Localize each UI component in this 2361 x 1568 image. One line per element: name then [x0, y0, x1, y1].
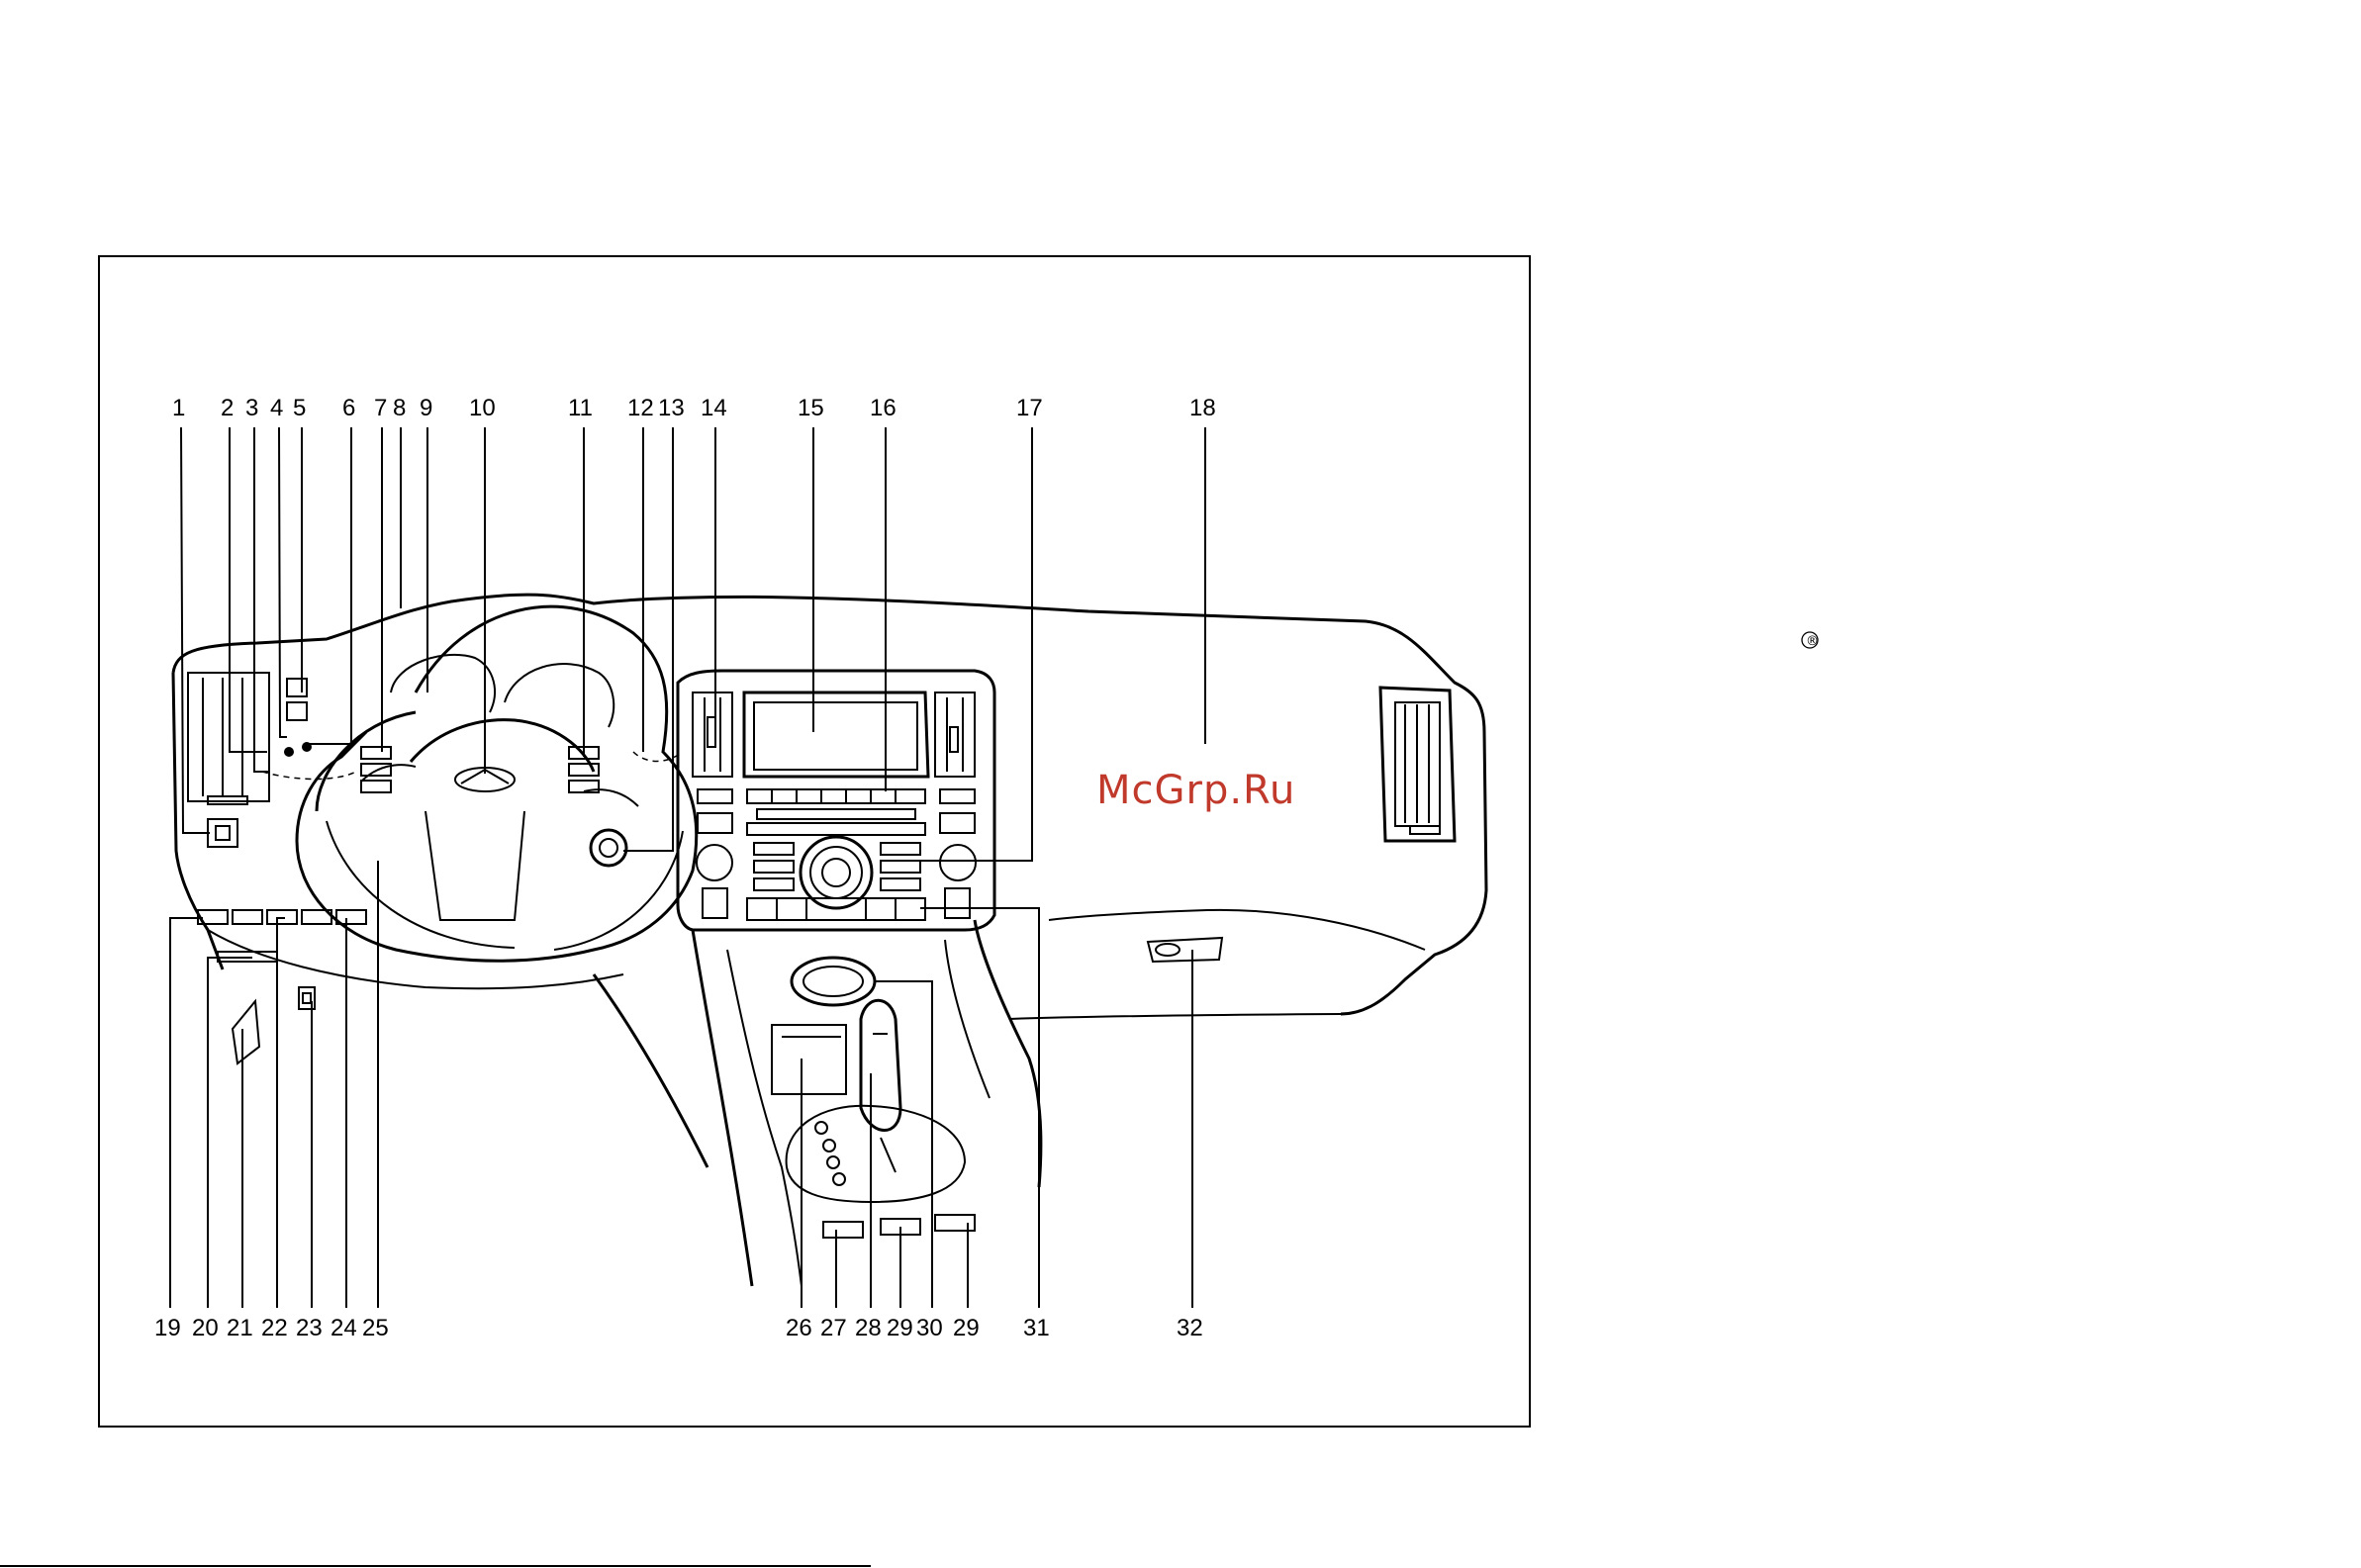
callout-10: 10 — [469, 395, 496, 421]
callout-30: 30 — [916, 1315, 943, 1341]
callout-22: 22 — [261, 1315, 288, 1341]
callout-16: 16 — [870, 395, 897, 421]
callout-26: 26 — [786, 1315, 812, 1341]
callout-28: 28 — [855, 1315, 882, 1341]
callout-15: 15 — [798, 395, 824, 421]
callout-14: 14 — [701, 395, 727, 421]
callout-13: 13 — [658, 395, 685, 421]
callout-29b: 29 — [953, 1315, 980, 1341]
callout-8: 8 — [393, 395, 406, 421]
callout-31: 31 — [1023, 1315, 1050, 1341]
callout-25: 25 — [362, 1315, 389, 1341]
callout-29a: 29 — [887, 1315, 913, 1341]
watermark-text: McGrp.Ru — [1096, 768, 1295, 813]
callout-19: 19 — [154, 1315, 181, 1341]
callout-3: 3 — [245, 395, 258, 421]
leader-lines — [170, 427, 1205, 1308]
registered-mark: ® — [1806, 634, 1819, 649]
callout-20: 20 — [192, 1315, 219, 1341]
callout-23: 23 — [296, 1315, 323, 1341]
dashboard-line-art — [173, 595, 1486, 1286]
callout-6: 6 — [342, 395, 355, 421]
callout-18: 18 — [1189, 395, 1216, 421]
callout-2: 2 — [221, 395, 234, 421]
callout-7: 7 — [374, 395, 387, 421]
callout-17: 17 — [1016, 395, 1043, 421]
callout-5: 5 — [293, 395, 306, 421]
callout-12: 12 — [627, 395, 654, 421]
callout-1: 1 — [172, 395, 185, 421]
callout-24: 24 — [331, 1315, 357, 1341]
callout-4: 4 — [270, 395, 283, 421]
callout-9: 9 — [420, 395, 432, 421]
callout-labels: 1 2 3 4 5 6 7 8 9 10 11 12 13 14 15 16 1… — [154, 395, 1216, 1341]
callout-11: 11 — [568, 395, 593, 421]
callout-27: 27 — [820, 1315, 847, 1341]
callout-21: 21 — [227, 1315, 253, 1341]
callout-32: 32 — [1177, 1315, 1203, 1341]
